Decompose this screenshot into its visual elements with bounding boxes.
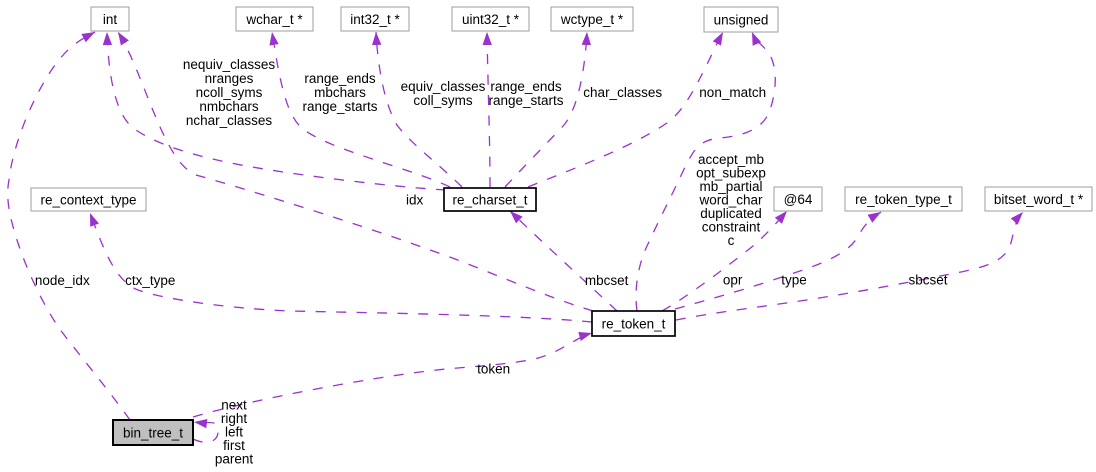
svg-text:char_classes: char_classes <box>583 85 662 100</box>
svg-text:nchar_classes: nchar_classes <box>186 113 273 128</box>
svg-text:uint32_t *: uint32_t * <box>462 12 520 27</box>
svg-text:wchar_t *: wchar_t * <box>245 12 303 27</box>
svg-text:ctx_type: ctx_type <box>125 273 175 288</box>
svg-text:equiv_classes: equiv_classes <box>401 79 486 94</box>
svg-text:unsigned: unsigned <box>714 12 769 27</box>
svg-text:range_starts: range_starts <box>488 93 563 108</box>
svg-text:@64: @64 <box>784 192 813 207</box>
svg-text:nequiv_classes: nequiv_classes <box>183 57 276 72</box>
svg-text:sbcset: sbcset <box>908 272 947 287</box>
svg-text:word_char: word_char <box>698 192 763 207</box>
svg-text:mb_partial: mb_partial <box>699 179 762 194</box>
svg-text:first: first <box>223 438 245 453</box>
svg-text:idx: idx <box>406 192 424 207</box>
svg-text:re_charset_t: re_charset_t <box>452 192 527 207</box>
svg-text:token: token <box>477 361 510 376</box>
svg-text:nmbchars: nmbchars <box>199 99 259 114</box>
svg-text:left: left <box>225 425 243 440</box>
svg-text:mbchars: mbchars <box>314 85 366 100</box>
svg-text:opr: opr <box>723 272 743 287</box>
svg-text:constraint: constraint <box>702 219 761 234</box>
svg-text:duplicated: duplicated <box>700 206 762 221</box>
svg-text:nranges: nranges <box>205 71 254 86</box>
svg-text:parent: parent <box>215 452 254 467</box>
svg-text:re_token_t: re_token_t <box>602 316 666 331</box>
svg-text:c: c <box>728 233 735 248</box>
svg-text:mbcset: mbcset <box>585 273 629 288</box>
svg-text:node_idx: node_idx <box>35 273 90 288</box>
svg-text:range_starts: range_starts <box>302 99 377 114</box>
svg-text:type: type <box>781 272 807 287</box>
svg-text:bitset_word_t *: bitset_word_t * <box>994 192 1084 207</box>
svg-text:next: next <box>221 397 247 412</box>
svg-text:int32_t *: int32_t * <box>350 12 400 27</box>
svg-text:accept_mb: accept_mb <box>698 152 764 167</box>
svg-text:bin_tree_t: bin_tree_t <box>123 425 183 440</box>
svg-text:re_context_type: re_context_type <box>40 192 136 207</box>
svg-text:range_ends: range_ends <box>490 79 562 94</box>
svg-text:wctype_t *: wctype_t * <box>560 12 624 27</box>
svg-text:int: int <box>103 12 118 27</box>
svg-text:right: right <box>221 411 248 426</box>
svg-text:opt_subexp: opt_subexp <box>696 165 766 180</box>
svg-text:coll_syms: coll_syms <box>413 93 473 108</box>
svg-text:non_match: non_match <box>699 85 766 100</box>
svg-text:range_ends: range_ends <box>304 71 376 86</box>
svg-text:ncoll_syms: ncoll_syms <box>196 85 263 100</box>
svg-text:re_token_type_t: re_token_type_t <box>855 192 952 207</box>
